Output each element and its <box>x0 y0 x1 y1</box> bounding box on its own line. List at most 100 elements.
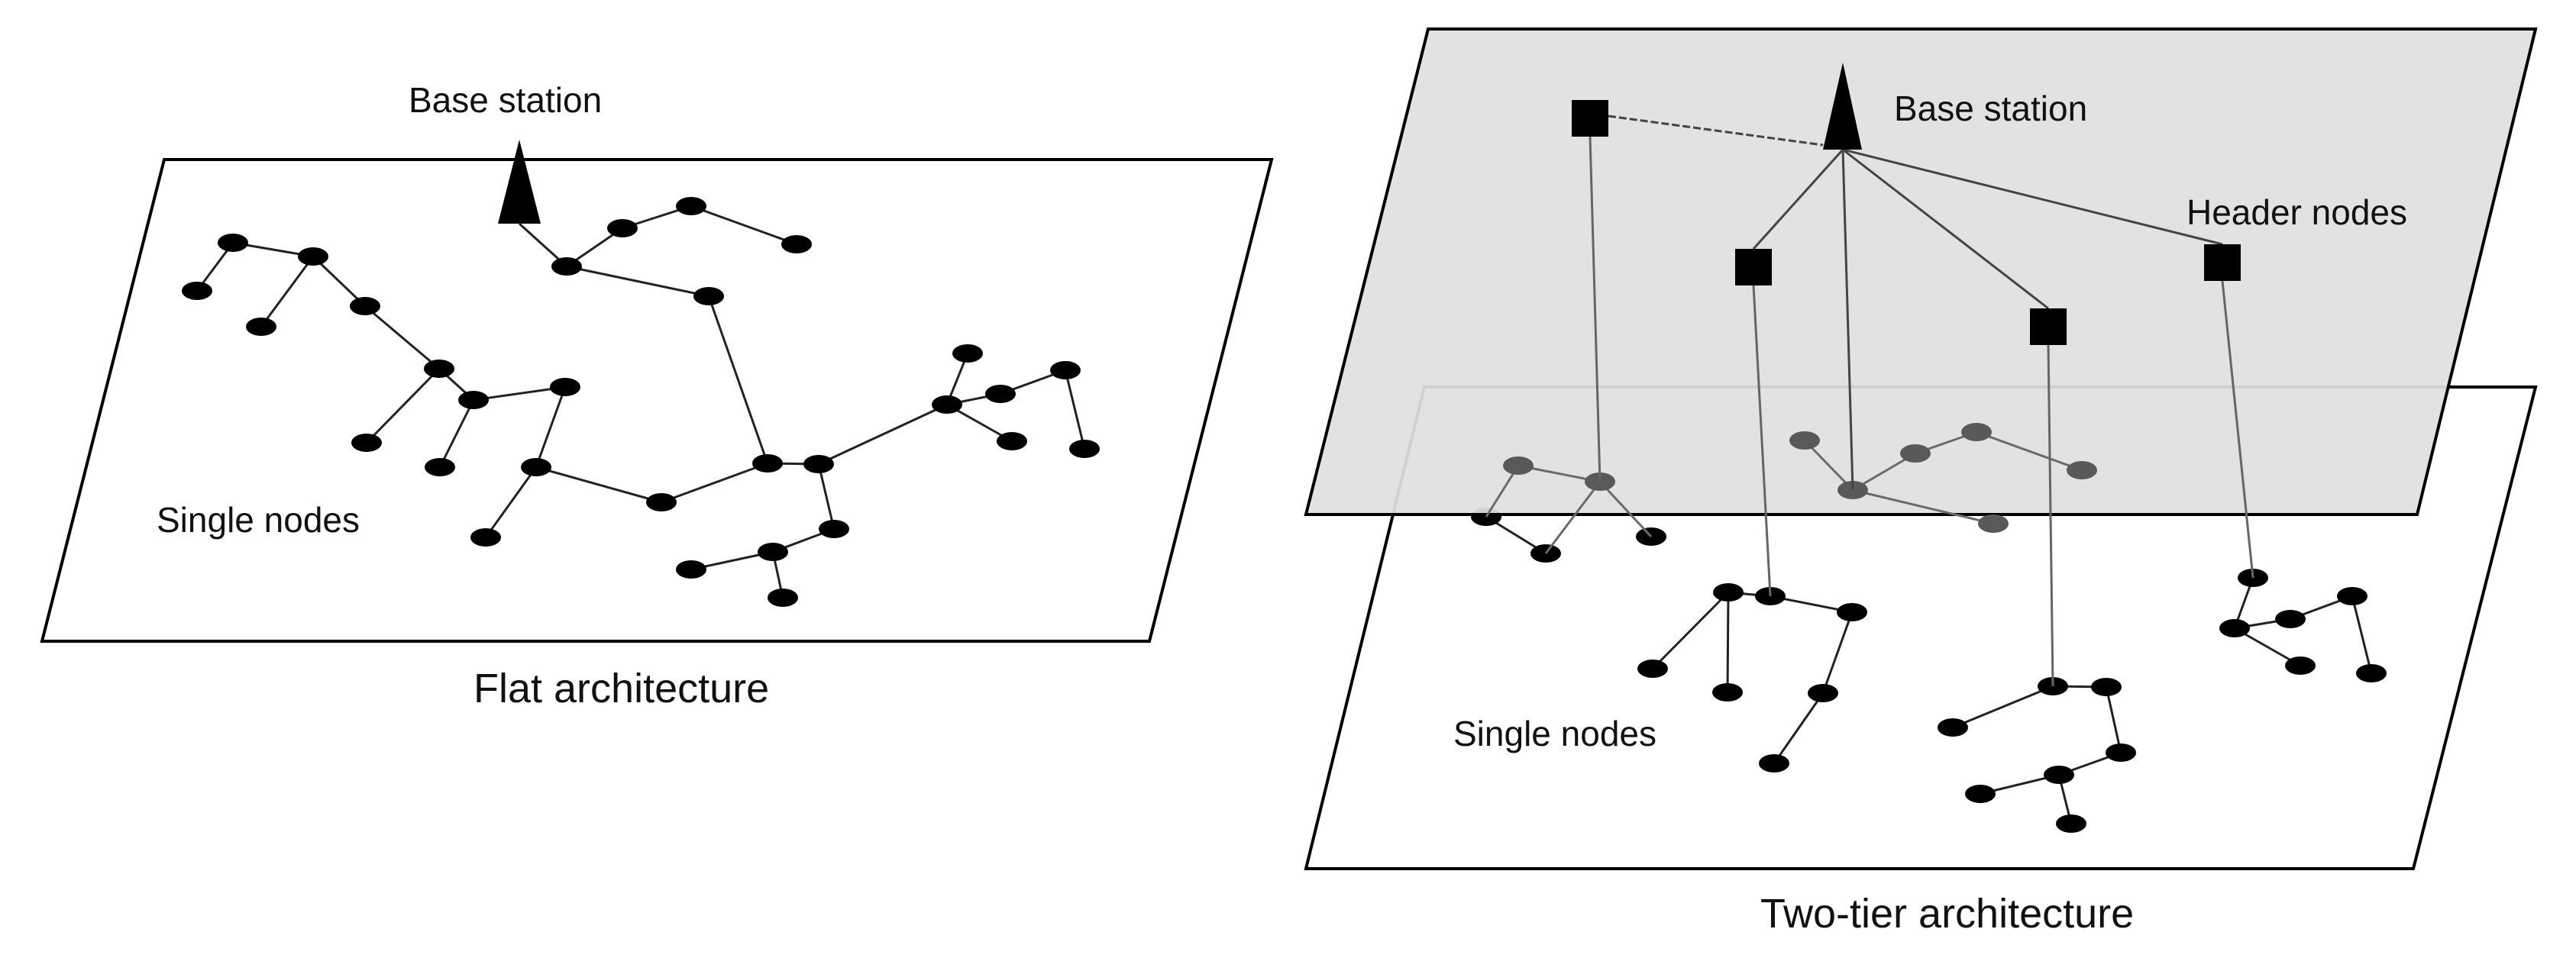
flat-node <box>350 297 380 315</box>
vertical-link <box>2221 280 2254 579</box>
header-link <box>1608 115 1824 147</box>
flat-node <box>676 197 706 215</box>
header-link <box>1841 149 1854 491</box>
header-link <box>1752 148 1844 250</box>
shadow-node <box>1978 514 2009 533</box>
lower-node <box>1837 603 1867 621</box>
flat-edge <box>817 463 836 530</box>
flat-edge <box>312 255 367 308</box>
flat-node <box>298 247 328 266</box>
lower-edge <box>2351 595 2373 674</box>
flat-architecture-caption: Flat architecture <box>474 666 769 711</box>
header-link <box>1842 148 2049 310</box>
lower-node <box>2106 743 2136 762</box>
flat-node <box>646 493 677 511</box>
flat-node <box>351 434 382 452</box>
lower-node <box>2056 814 2086 833</box>
lower-edge <box>1651 591 1730 670</box>
header-node <box>1735 249 1772 285</box>
flat-node <box>182 282 212 300</box>
lower-node <box>1965 785 1996 803</box>
flat-edge <box>260 256 315 327</box>
flat-edge <box>365 367 441 444</box>
flat-node <box>997 432 1027 450</box>
flat-edge <box>690 205 797 246</box>
lower-node <box>2337 587 2368 605</box>
flat-node <box>781 235 812 253</box>
vertical-links <box>1589 136 2254 687</box>
shadow-node <box>1789 431 1820 450</box>
header-node <box>1572 100 1608 137</box>
flat-architecture: Base station Single nodes Flat architect… <box>40 80 1274 711</box>
two-tier-base-station-icon <box>1823 63 1862 150</box>
flat-edge <box>566 265 709 298</box>
flat-edge <box>484 466 538 538</box>
vertical-link <box>1589 136 1602 482</box>
two-tier-architecture-caption: Two-tier architecture <box>1760 891 2134 937</box>
flat-node <box>932 395 962 414</box>
lower-node <box>1713 583 1744 602</box>
flat-node <box>424 360 454 378</box>
flat-node <box>551 257 582 276</box>
flat-node <box>768 589 798 607</box>
flat-node <box>607 219 638 237</box>
vertical-link <box>2047 344 2054 687</box>
lower-edge <box>1821 611 1854 694</box>
two-tier-base-station-label: Base station <box>1894 89 2087 128</box>
flat-node <box>425 458 455 476</box>
flat-node <box>752 454 783 473</box>
lower-node <box>1808 684 1838 702</box>
shadow-edge <box>1976 431 2083 472</box>
lower-node <box>1938 718 1968 737</box>
shadow-node <box>2067 461 2097 479</box>
flat-node <box>1069 440 1100 458</box>
flat-edge <box>535 466 662 504</box>
lower-plane-nodes <box>1471 508 2387 833</box>
flat-base-station-icon <box>498 140 541 224</box>
flat-node <box>1050 361 1081 379</box>
flat-node <box>758 543 788 561</box>
lower-node <box>1712 683 1743 702</box>
flat-edge <box>473 385 566 402</box>
flat-edge <box>535 386 567 468</box>
flat-node <box>550 378 580 396</box>
lower-edge <box>2105 686 2122 753</box>
flat-node <box>693 287 724 305</box>
flat-node <box>819 520 849 538</box>
flat-node <box>470 528 501 547</box>
header-nodes <box>1572 100 2241 345</box>
lower-node <box>2356 664 2387 682</box>
lower-node <box>2219 619 2250 637</box>
upper-plane <box>1304 27 2538 516</box>
flat-base-station-label: Base station <box>409 80 602 120</box>
shadow-edge <box>1598 480 1653 538</box>
flat-node <box>218 234 248 252</box>
lower-node <box>2275 610 2306 628</box>
shadow-edge <box>1544 481 1602 554</box>
header-node <box>2030 308 2067 345</box>
shadow-nodes <box>1503 423 2097 533</box>
flat-single-nodes-label: Single nodes <box>157 500 360 540</box>
lower-node <box>2091 678 2122 696</box>
header-node <box>2204 244 2241 281</box>
flat-edge <box>707 295 769 464</box>
flat-node <box>952 344 983 363</box>
flat-node <box>676 560 706 579</box>
shadow-node <box>1503 456 1534 475</box>
vertical-link <box>1752 285 1772 597</box>
flat-nodes <box>182 197 1100 607</box>
shadow-edge <box>1803 439 1854 492</box>
flat-edge <box>661 462 768 504</box>
two-tier-single-nodes-label: Single nodes <box>1453 714 1656 753</box>
flat-edge <box>818 403 948 466</box>
lower-node <box>2285 656 2316 675</box>
lower-node <box>1637 660 1668 678</box>
lower-node <box>1759 754 1789 773</box>
shadow-edge <box>1852 489 1994 525</box>
flat-node <box>803 455 834 473</box>
header-nodes-label: Header nodes <box>2187 192 2407 232</box>
header-links <box>1608 115 2223 491</box>
flat-node <box>521 458 551 476</box>
flat-edge <box>1064 369 1086 450</box>
lower-edge <box>1952 685 2054 729</box>
